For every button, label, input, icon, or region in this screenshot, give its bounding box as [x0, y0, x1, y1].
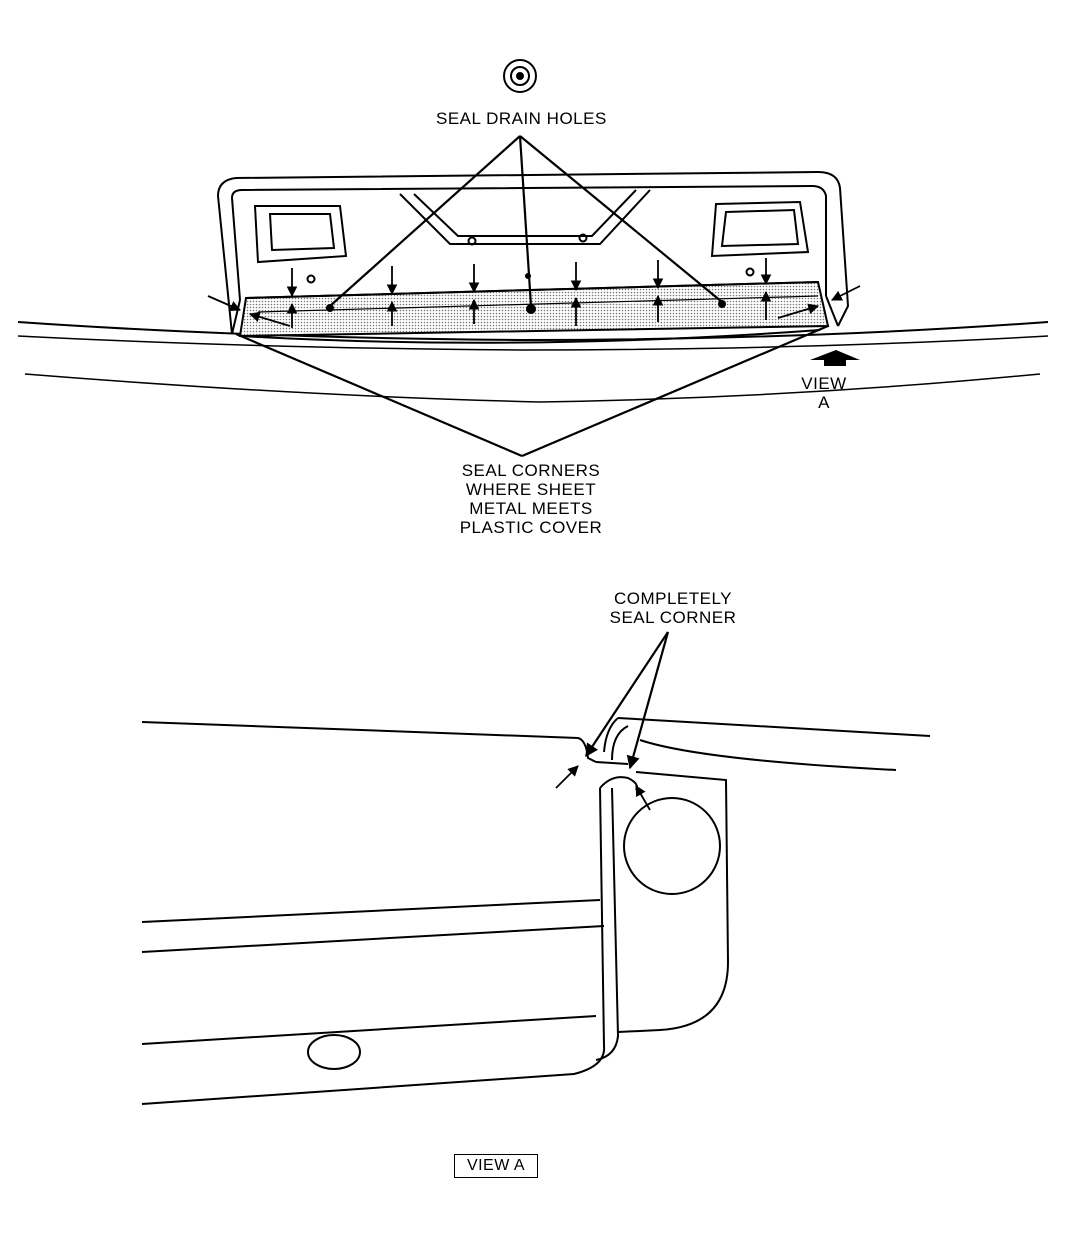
view-a-caption: VIEW A — [454, 1154, 538, 1178]
seal-arrows — [207, 258, 861, 328]
corner-arrows — [555, 765, 651, 811]
seal-corners-leaders — [235, 324, 829, 458]
view-a-pointer-label: VIEW A — [798, 374, 850, 412]
seal-corners-line1: SEAL CORNERS — [461, 461, 601, 480]
view-a-pointer-line1: VIEW — [801, 374, 847, 393]
seal-drain-holes-label: SEAL DRAIN HOLES — [436, 109, 607, 128]
seal-corners-line4: PLASTIC COVER — [459, 518, 603, 537]
view-a-pointer-icon — [810, 350, 860, 366]
view-a-detail-drawing — [141, 717, 931, 1105]
seal-corners-line3: METAL MEETS — [469, 499, 593, 518]
drain-holes-leaders — [329, 135, 723, 307]
completely-seal-corner-label: COMPLETELY SEAL CORNER — [594, 589, 752, 627]
drain-hole-symbol-icon — [503, 59, 537, 93]
seal-corners-label: SEAL CORNERS WHERE SHEET METAL MEETS PLA… — [438, 461, 624, 537]
view-a-pointer-line2: A — [818, 393, 830, 412]
vehicle-rear-drawing — [17, 170, 1049, 403]
completely-seal-line1: COMPLETELY — [613, 589, 733, 608]
seal-corners-line2: WHERE SHEET — [465, 480, 597, 499]
completely-seal-line2: SEAL CORNER — [609, 608, 737, 627]
completely-seal-leaders — [585, 631, 670, 770]
